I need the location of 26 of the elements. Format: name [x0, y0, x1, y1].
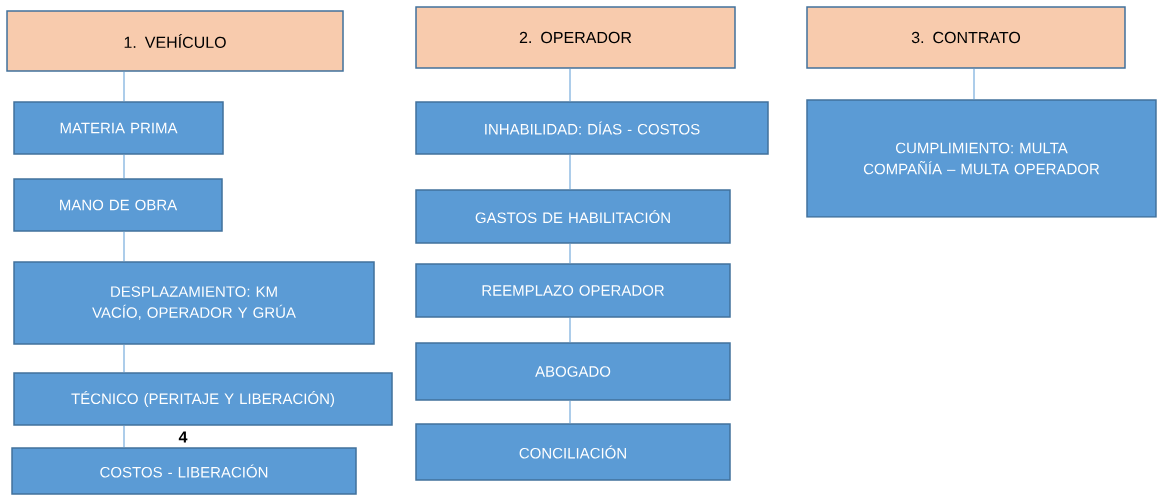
connector-line — [569, 154, 571, 190]
head-box: 2. OPERADOR — [415, 6, 736, 69]
item-box: COSTOS - LIBERACIÓN — [11, 447, 357, 495]
connector-line — [123, 231, 125, 262]
item-box: INHABILIDAD: DÍAS - COSTOS — [415, 101, 769, 155]
item-box: CONCILIACIÓN — [415, 423, 731, 481]
item-box: TÉCNICO (PERITAJE Y LIBERACIÓN) — [13, 372, 393, 426]
head-box: 3. CONTRATO — [806, 6, 1126, 69]
connector-line — [569, 243, 571, 264]
item-box: CUMPLIMIENTO: MULTA COMPAÑÍA – MULTA OPERADOR — [806, 99, 1157, 218]
connector-line — [123, 425, 125, 448]
connector-line — [973, 68, 975, 100]
connector-line — [569, 317, 571, 343]
item-box: MANO DE OBRA — [13, 178, 223, 232]
item-box: GASTOS DE HABILITACIÓN — [415, 189, 731, 244]
number-label: 4 — [178, 431, 188, 443]
item-box: DESPLAZAMIENTO: KM VACÍO, OPERADOR Y GRÚA — [13, 261, 375, 345]
item-box: ABOGADO — [415, 342, 731, 401]
head-box: 1. VEHÍCULO — [6, 10, 344, 72]
item-box: REEMPLAZO OPERADOR — [415, 263, 731, 318]
connector-line — [123, 154, 125, 179]
connector-line — [123, 71, 125, 102]
item-box: MATERIA PRIMA — [13, 101, 224, 155]
connector-line — [569, 400, 571, 424]
connector-line — [123, 344, 125, 373]
connector-line — [569, 68, 571, 102]
